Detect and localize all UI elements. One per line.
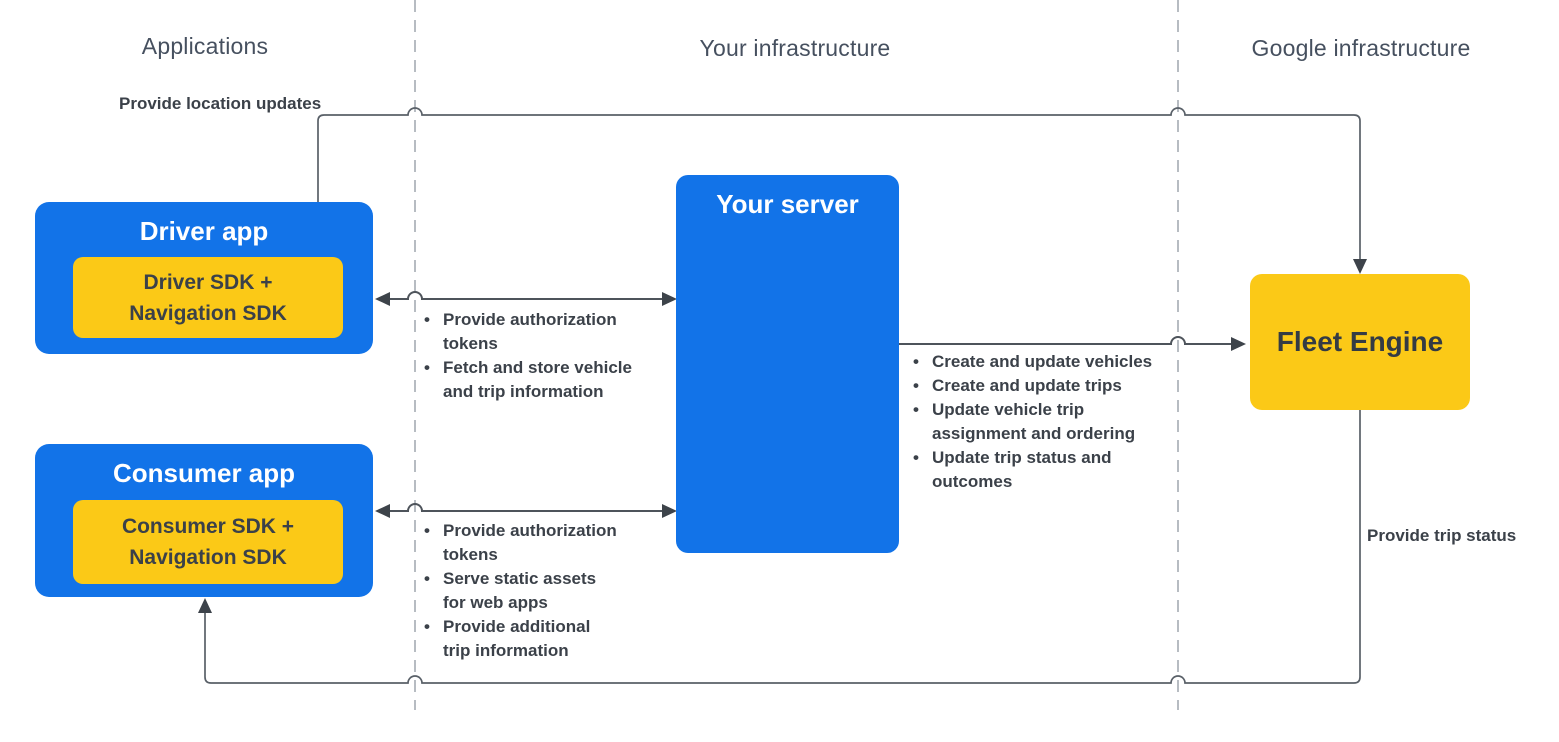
- column-header-your-infrastructure: Your infrastructure: [699, 35, 891, 61]
- column-header-google-infrastructure: Google infrastructure: [1251, 35, 1471, 61]
- list-line: Fetch and store vehicle: [443, 358, 632, 377]
- list-item: Provide authorization tokens: [424, 519, 617, 567]
- node-your-server: Your server: [676, 175, 899, 553]
- label-provide-location-updates: Provide location updates: [119, 94, 322, 113]
- edge-provide-trip-status: [204, 410, 1361, 684]
- node-consumer-app: Consumer app Consumer SDK + Navigation S…: [35, 444, 373, 597]
- list-item: Provide authorization tokens: [424, 308, 632, 356]
- edge-provide-location-updates: [317, 107, 1361, 260]
- fleet-engine-title: Fleet Engine: [1276, 326, 1444, 357]
- consumer-sdk-line1: Consumer SDK +: [121, 515, 295, 538]
- list-line: Update vehicle trip: [932, 400, 1085, 419]
- label-provide-trip-status: Provide trip status: [1367, 526, 1517, 545]
- list-item: Create and update trips: [913, 374, 1152, 398]
- list-line: Provide authorization: [443, 521, 617, 540]
- list-line: Create and update vehicles: [932, 352, 1153, 371]
- node-consumer-sdk: Consumer SDK + Navigation SDK: [73, 500, 343, 584]
- arrowhead-into-fleet-engine-left: [1231, 337, 1246, 351]
- list-line: assignment and ordering: [932, 424, 1136, 443]
- consumer-app-title: Consumer app: [112, 458, 296, 488]
- list-item: Provide additional trip information: [424, 615, 617, 663]
- list-item: Update trip status and outcomes: [913, 446, 1152, 494]
- edge-driver-server: [379, 291, 672, 300]
- arrowhead-into-driver-app: [375, 292, 390, 306]
- bullet-list-server-fleet: Create and update vehicles Create and up…: [913, 350, 1152, 494]
- list-item: Serve static assets for web apps: [424, 567, 617, 615]
- arrowhead-into-fleet-engine-top: [1353, 259, 1367, 274]
- list-line: Create and update trips: [932, 376, 1122, 395]
- list-line: tokens: [443, 334, 498, 353]
- arrowhead-into-server-upper: [662, 292, 677, 306]
- list-line: trip information: [443, 641, 569, 660]
- arrowhead-into-consumer-app: [375, 504, 390, 518]
- list-item: Update vehicle trip assignment and order…: [913, 398, 1152, 446]
- bullet-list-driver-server: Provide authorization tokens Fetch and s…: [424, 308, 632, 404]
- bullet-list-consumer-server: Provide authorization tokens Serve stati…: [424, 519, 617, 663]
- node-fleet-engine: Fleet Engine: [1250, 274, 1470, 410]
- driver-sdk-line2: Navigation SDK: [129, 301, 287, 325]
- list-item: Create and update vehicles: [913, 350, 1152, 374]
- list-line: outcomes: [932, 472, 1013, 491]
- node-driver-app: Driver app Driver SDK + Navigation SDK: [35, 202, 373, 354]
- driver-sdk-line1: Driver SDK +: [143, 270, 273, 294]
- arrowhead-into-server-lower: [662, 504, 677, 518]
- list-line: Update trip status and: [932, 448, 1112, 467]
- list-line: Serve static assets: [443, 569, 597, 588]
- your-server-title: Your server: [716, 189, 859, 219]
- list-line: Provide authorization: [443, 310, 617, 329]
- consumer-sdk-line2: Navigation SDK: [129, 546, 287, 569]
- list-line: for web apps: [443, 593, 548, 612]
- list-line: Provide additional: [443, 617, 591, 636]
- arrowhead-into-consumer-app-bottom: [198, 598, 212, 613]
- list-item: Fetch and store vehicle and trip informa…: [424, 356, 632, 404]
- edge-consumer-server: [379, 503, 672, 512]
- node-driver-sdk: Driver SDK + Navigation SDK: [73, 257, 343, 338]
- list-line: and trip information: [443, 382, 604, 401]
- driver-app-title: Driver app: [139, 216, 269, 246]
- edge-server-fleet: [899, 336, 1231, 345]
- column-header-applications: Applications: [141, 33, 269, 59]
- list-line: tokens: [443, 545, 498, 564]
